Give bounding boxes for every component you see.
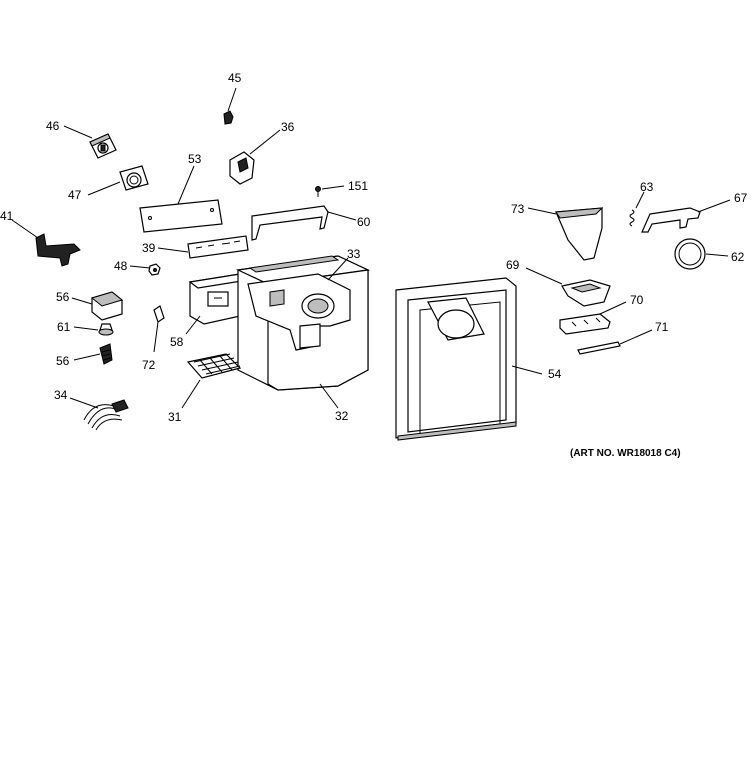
callout-63: 63 [640, 180, 654, 194]
callout-32: 32 [335, 409, 349, 423]
part-71-rod [577, 329, 653, 355]
part-47-bracket [87, 165, 149, 196]
part-58-control-housing [185, 273, 250, 335]
part-60-channel [251, 205, 357, 241]
part-72-clip [153, 305, 165, 353]
callout-48: 48 [114, 259, 128, 273]
callout-39: 39 [142, 241, 156, 255]
callout-56-top: 56 [56, 290, 70, 304]
part-34-wire-harness [69, 397, 129, 431]
callout-33: 33 [347, 247, 361, 261]
part-53-cover-plate [139, 165, 223, 233]
callout-70: 70 [630, 293, 644, 307]
part-48-nut [129, 263, 161, 276]
art-number: (ART NO. WR18018 C4) [570, 448, 681, 459]
callout-72: 72 [142, 358, 156, 372]
part-54-front-panel [395, 277, 543, 441]
part-31-drip-tray [181, 353, 242, 409]
part-41-bracket [11, 219, 81, 267]
part-70-actuator [559, 301, 627, 335]
part-63-spring [629, 191, 645, 227]
callout-53: 53 [188, 152, 202, 166]
callout-45: 45 [228, 71, 242, 85]
part-67-bracket [641, 199, 731, 233]
part-73-chute [527, 207, 604, 261]
part-36-switch [229, 129, 281, 185]
callout-71: 71 [655, 320, 669, 334]
callout-151: 151 [348, 179, 368, 193]
callout-41: 41 [0, 209, 14, 223]
callout-31: 31 [168, 410, 182, 424]
part-45-clip [223, 87, 237, 125]
part-61-fitting [73, 323, 114, 336]
callout-61: 61 [57, 320, 71, 334]
callout-36: 36 [281, 120, 295, 134]
callout-73: 73 [511, 202, 525, 216]
part-39-control-board [157, 235, 249, 259]
part-151-screw [315, 185, 345, 197]
callout-34: 34 [54, 388, 68, 402]
callout-58: 58 [170, 335, 184, 349]
callout-67: 67 [734, 191, 748, 205]
part-56-cap [71, 291, 124, 321]
callout-69: 69 [506, 258, 520, 272]
callout-54: 54 [548, 367, 562, 381]
part-33-chute-assembly [247, 257, 351, 351]
part-69-chute-bracket [525, 267, 611, 307]
part-46-knob [63, 125, 117, 159]
part-56-valve [73, 343, 113, 365]
callout-60: 60 [357, 215, 371, 229]
callout-62: 62 [731, 250, 745, 264]
callout-56-bottom: 56 [56, 354, 70, 368]
callout-46: 46 [46, 119, 60, 133]
part-62-ring [674, 238, 729, 270]
callout-47: 47 [68, 188, 82, 202]
